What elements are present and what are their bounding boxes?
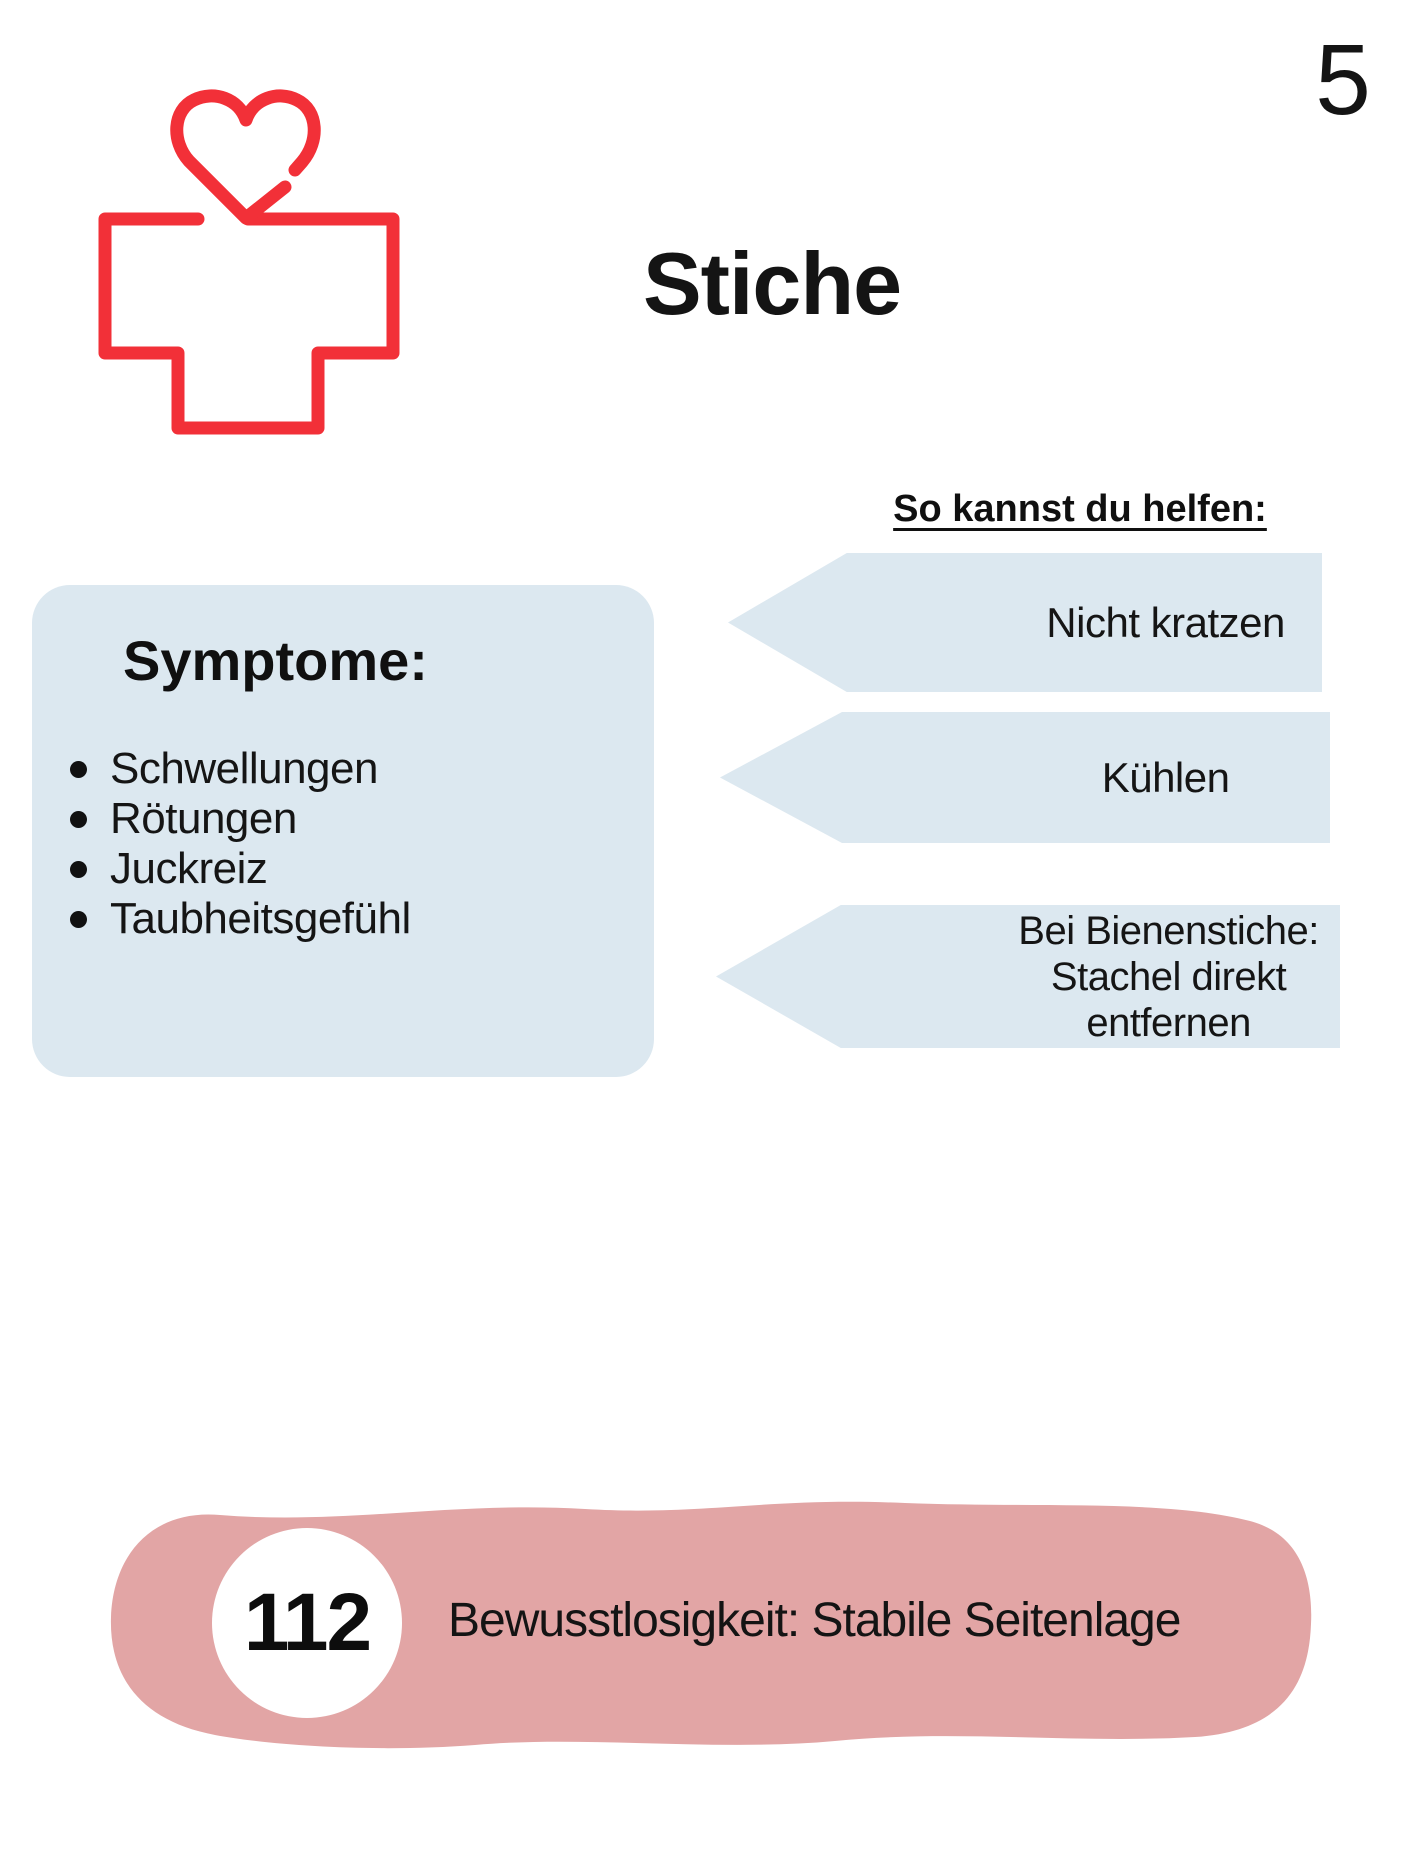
list-item: Taubheitsgefühl <box>70 894 411 944</box>
emergency-instruction: Bewusstlosigkeit: Stabile Seitenlage <box>448 1594 1181 1647</box>
help-arrow-banner: Nicht kratzen <box>728 553 1322 692</box>
heart-cross-icon <box>98 89 400 435</box>
list-item: Juckreiz <box>70 844 411 894</box>
emergency-number: 112 <box>243 1577 372 1668</box>
emergency-banner-blob <box>110 1501 1312 1749</box>
symptoms-heading: Symptome: <box>123 629 428 692</box>
symptoms-panel <box>32 585 654 1077</box>
help-arrow-label: Nicht kratzen <box>1046 598 1285 646</box>
help-arrow-banner: Kühlen <box>720 712 1330 843</box>
page-number: 5 <box>1315 24 1371 136</box>
help-arrow-label: Kühlen <box>1101 753 1230 801</box>
help-arrow-label: Bei Bienenstiche: Stachel direkt entfern… <box>1018 908 1319 1045</box>
list-item: Rötungen <box>70 794 411 844</box>
emergency-number-circle: 112 <box>212 1528 402 1718</box>
symptoms-list: Schwellungen Rötungen Juckreiz Taubheits… <box>70 744 411 944</box>
help-heading: So kannst du helfen: <box>893 488 1267 530</box>
page-title: Stiche <box>642 234 902 333</box>
help-arrow-banner: Bei Bienenstiche: Stachel direkt entfern… <box>716 905 1340 1048</box>
list-item: Schwellungen <box>70 744 411 794</box>
